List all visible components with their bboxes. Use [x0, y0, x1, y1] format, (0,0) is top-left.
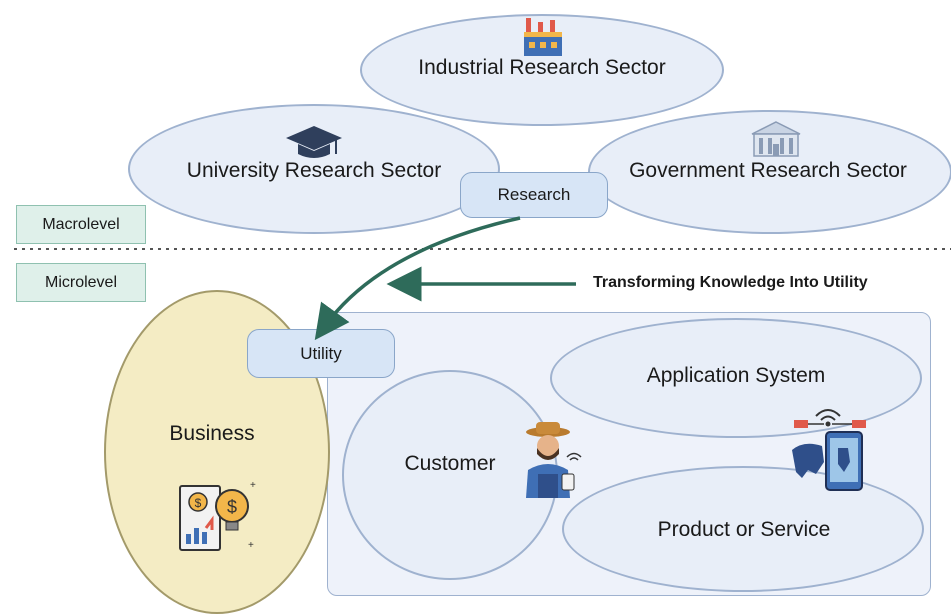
business-label: Business — [169, 422, 255, 445]
product-service-ellipse — [562, 466, 924, 592]
smart-farming-device-icon — [792, 409, 866, 491]
factory-icon — [524, 18, 562, 56]
university-sector-ellipse — [128, 104, 500, 234]
university-sector-label: University Research Sector — [186, 159, 442, 182]
macrolevel-label: Macrolevel — [42, 215, 120, 233]
government-building-icon — [751, 121, 801, 157]
customer-label: Customer — [404, 452, 496, 475]
research-label: Research — [497, 185, 571, 204]
utility-label: Utility — [300, 343, 342, 363]
product-service-label: Product or Service — [657, 518, 831, 541]
macrolevel-box: Macrolevel — [16, 205, 146, 244]
svg-text:$: $ — [227, 497, 237, 517]
microlevel-box: Microlevel — [16, 263, 146, 302]
research-node: Research — [460, 172, 608, 218]
svg-text:+: + — [250, 480, 256, 491]
application-system-ellipse — [550, 318, 922, 438]
government-sector-label: Government Research Sector — [629, 159, 907, 182]
farmer-icon — [526, 422, 582, 498]
microlevel-label: Microlevel — [44, 273, 117, 291]
industrial-sector-label: Industrial Research Sector — [418, 56, 666, 79]
graduation-cap-icon — [286, 126, 342, 158]
transform-label: Transforming Knowledge Into Utility — [593, 274, 868, 291]
application-system-label: Application System — [646, 364, 826, 387]
business-finance-icon: $ $ + + — [179, 480, 256, 551]
customer-ellipse — [342, 370, 558, 580]
svg-text:$: $ — [195, 496, 202, 510]
svg-text:+: + — [248, 540, 254, 551]
